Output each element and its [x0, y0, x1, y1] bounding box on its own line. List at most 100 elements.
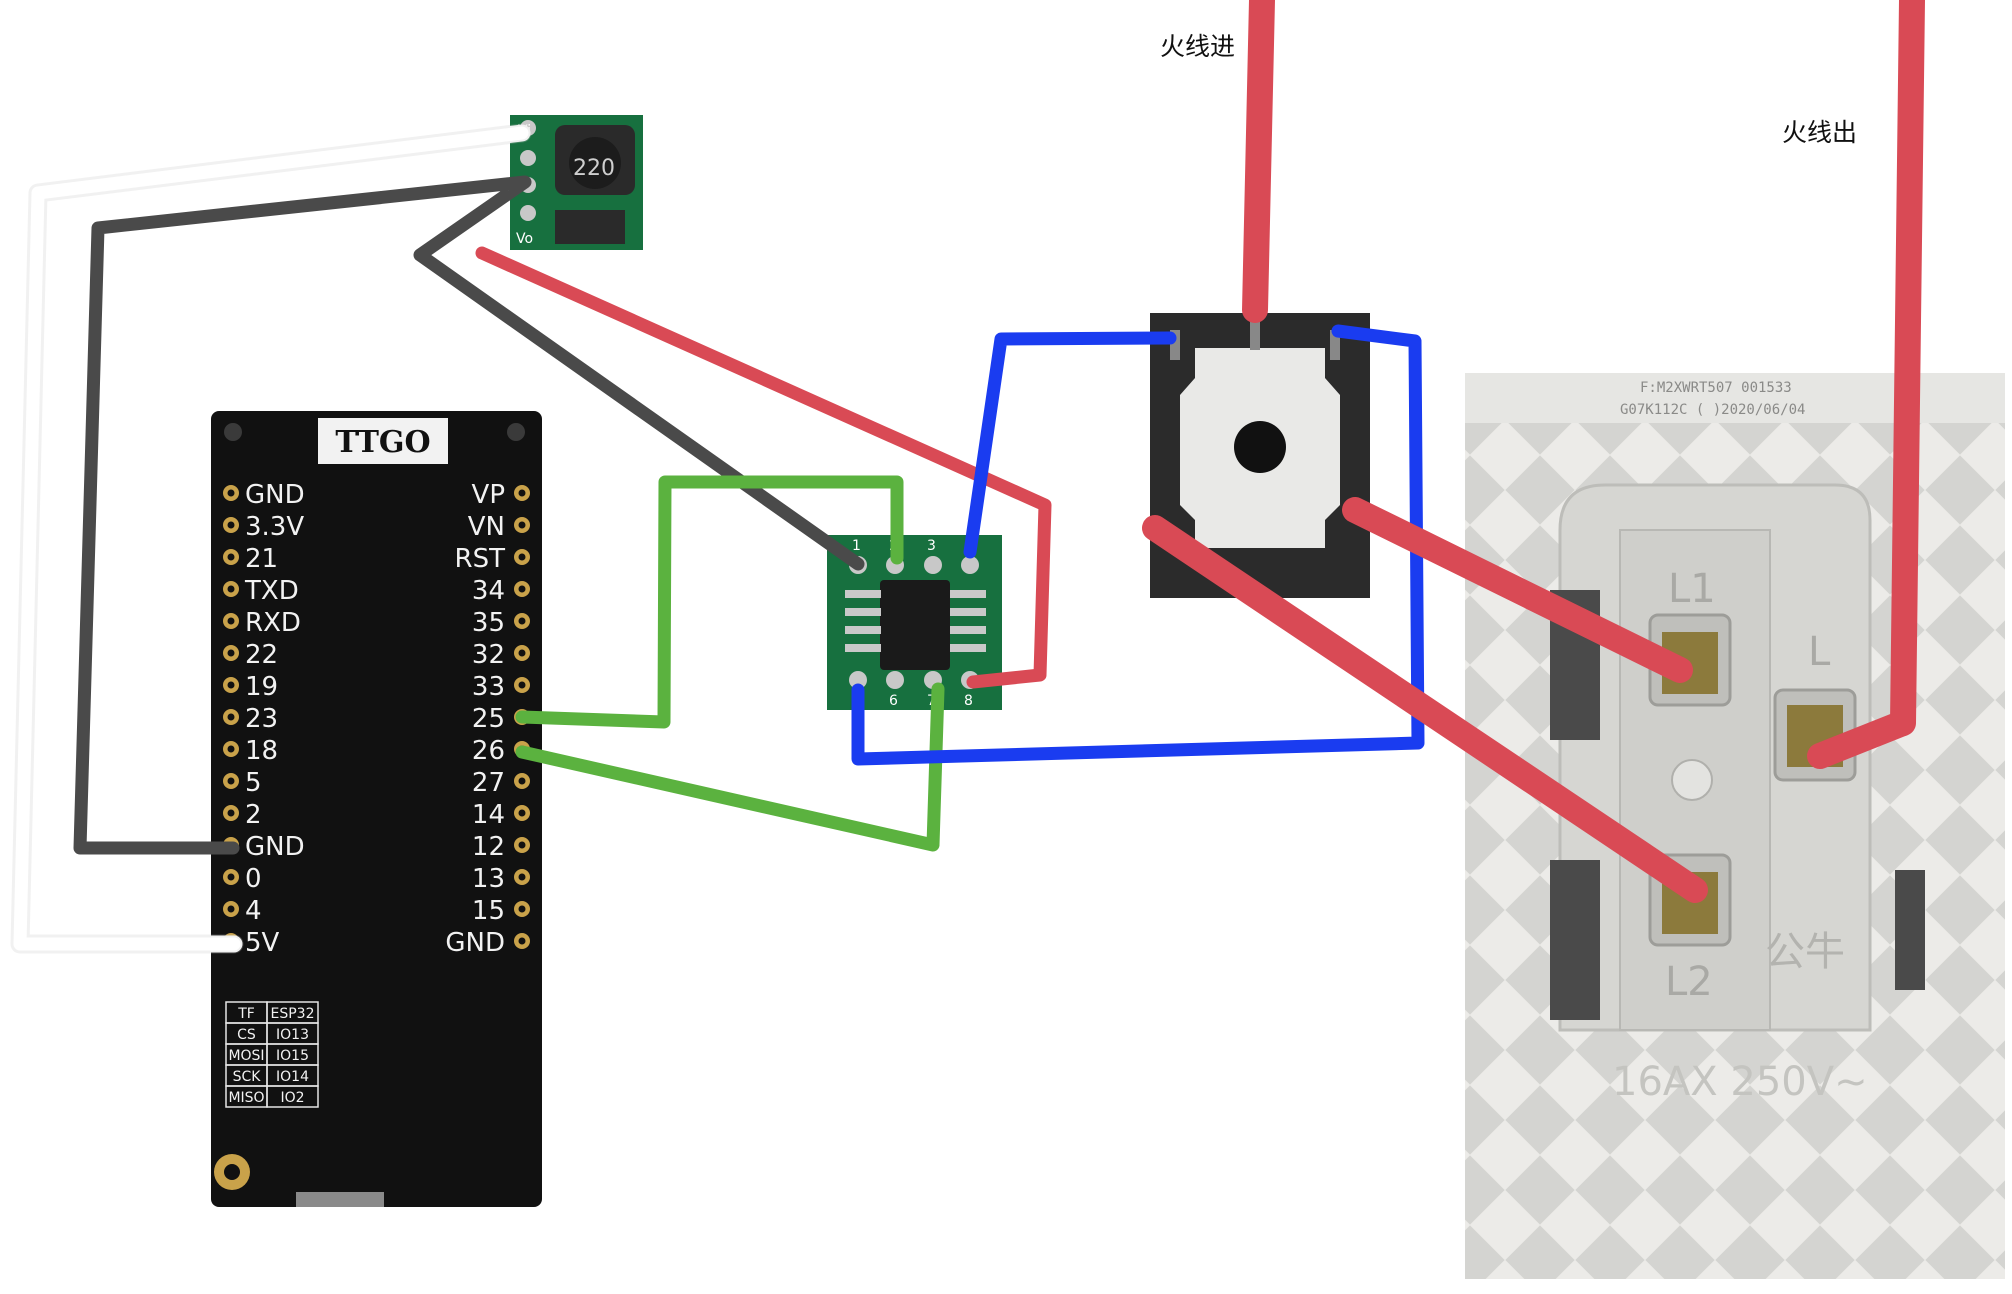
terminal-l1-label: L1 [1668, 566, 1716, 612]
terminal-l-label: L [1808, 629, 1831, 675]
chip-bottom-pin-5 [849, 671, 867, 689]
sd-table-gpio: IO13 [276, 1027, 309, 1043]
right-pin-label: 26 [472, 736, 505, 766]
wire-relay-coil-b [851, 324, 1425, 766]
switch-rating-label: 16AX 250V~ [1612, 1059, 1868, 1105]
sd-table-gpio: IO15 [276, 1048, 309, 1064]
right-pin-label: RST [455, 544, 506, 574]
right-pin-hole [518, 649, 526, 657]
dc-dc-converter: 220 Vi Vo [510, 115, 643, 250]
chip-bottom-pin-6 [886, 671, 904, 689]
left-pin-label: 3.3V [245, 512, 304, 542]
converter-pin-vo [520, 205, 536, 221]
switch-side-slot-lower [1550, 860, 1600, 1020]
sd-table-cell [266, 1085, 319, 1108]
left-pin-label: GND [245, 480, 305, 510]
switch-brand-label: 公牛 [1765, 929, 1845, 975]
chip-ic [880, 580, 950, 670]
right-pin-label: 33 [472, 672, 505, 702]
left-pin-hole [227, 873, 235, 881]
right-pin-hole [518, 489, 526, 497]
converter-pin-vo-label: Vo [516, 231, 533, 247]
live-in-label: 火线进 [1160, 32, 1236, 61]
right-pin-label: 14 [472, 800, 505, 830]
wall-switch: F:M2XWRT507 001533 G07K112C ( )2020/06/0… [1465, 373, 2005, 1279]
right-pin-label: 27 [472, 768, 505, 798]
right-pin-label: 13 [472, 864, 505, 894]
relay-pin-2 [1250, 320, 1260, 350]
left-pin-hole [227, 649, 235, 657]
brand-label: TTGO [335, 425, 430, 460]
left-pin-label: 21 [245, 544, 278, 574]
right-pin-hole [518, 521, 526, 529]
relay-pin-3 [1330, 330, 1340, 360]
wire-live-out [1807, 0, 1925, 769]
right-pin-label: GND [445, 928, 505, 958]
wire-relay-to-l1 [1342, 497, 1693, 683]
terminal-l2-label: L2 [1665, 959, 1713, 1005]
right-pin-label: VN [468, 512, 505, 542]
chip-top-pin-3 [924, 556, 942, 574]
left-pin-hole [227, 777, 235, 785]
left-pin-label: 5 [245, 768, 262, 798]
left-pin-label: 5V [245, 928, 280, 958]
right-pin-label: 32 [472, 640, 505, 670]
right-pin-hole [518, 937, 526, 945]
right-pin-hole [518, 809, 526, 817]
mount-hole-tr [507, 423, 525, 441]
left-pin-label: RXD [245, 608, 301, 638]
left-pin-hole [227, 745, 235, 753]
right-pin-hole [518, 617, 526, 625]
wire-pin26 [515, 682, 945, 852]
inductor-core [569, 137, 621, 189]
relay-pin-1 [1170, 330, 1180, 360]
sd-table-signal: TF [237, 1006, 255, 1022]
chip-top-pin-label-3: 3 [927, 538, 936, 554]
usb-connector [296, 1192, 384, 1207]
relay-center-hole [1234, 421, 1286, 473]
sd-table-gpio: IO2 [280, 1090, 304, 1106]
chip-top-pin-4 [961, 556, 979, 574]
right-pin-label: 25 [472, 704, 505, 734]
wire-gnd [73, 175, 865, 855]
right-pin-hole [518, 777, 526, 785]
live-out-label: 火线出 [1782, 118, 1858, 147]
left-pin-hole [227, 905, 235, 913]
right-pin-label: 15 [472, 896, 505, 926]
right-pin-label: 34 [472, 576, 505, 606]
converter-pin-gnd [520, 150, 536, 166]
chip-pads [845, 590, 986, 652]
switch-pivot [1671, 759, 1713, 801]
left-pin-label: 22 [245, 640, 278, 670]
sd-table-signal: CS [237, 1027, 256, 1043]
right-pin-label: 12 [472, 832, 505, 862]
switch-side-slot-right [1895, 870, 1925, 990]
switch-header-line1: F:M2XWRT507 001533 [1640, 380, 1792, 396]
right-pin-hole [518, 841, 526, 849]
mount-hole-tl [224, 423, 242, 441]
wires [10, 0, 1925, 954]
right-pin-hole [518, 585, 526, 593]
left-pin-label: TXD [244, 576, 299, 606]
left-pin-hole [227, 489, 235, 497]
wire-relay-to-l2 [1142, 515, 1708, 903]
left-pin-hole [227, 809, 235, 817]
left-pin-label: 2 [245, 800, 262, 830]
esp32-board-body [211, 411, 542, 1207]
wire-5v [13, 126, 529, 951]
left-pin-hole [227, 713, 235, 721]
brand-plate [318, 418, 448, 464]
right-pin-hole [518, 873, 526, 881]
sd-table-signal: SCK [233, 1069, 262, 1085]
sd-table-gpio: ESP32 [271, 1006, 315, 1022]
left-pin-label: 19 [245, 672, 278, 702]
switch-header-line2: G07K112C ( )2020/06/04 [1620, 402, 1805, 418]
sd-table-gpio: IO14 [276, 1069, 309, 1085]
wire-relay-coil-a [963, 331, 1177, 559]
left-pin-label: 23 [245, 704, 278, 734]
right-pin-hole [518, 553, 526, 561]
